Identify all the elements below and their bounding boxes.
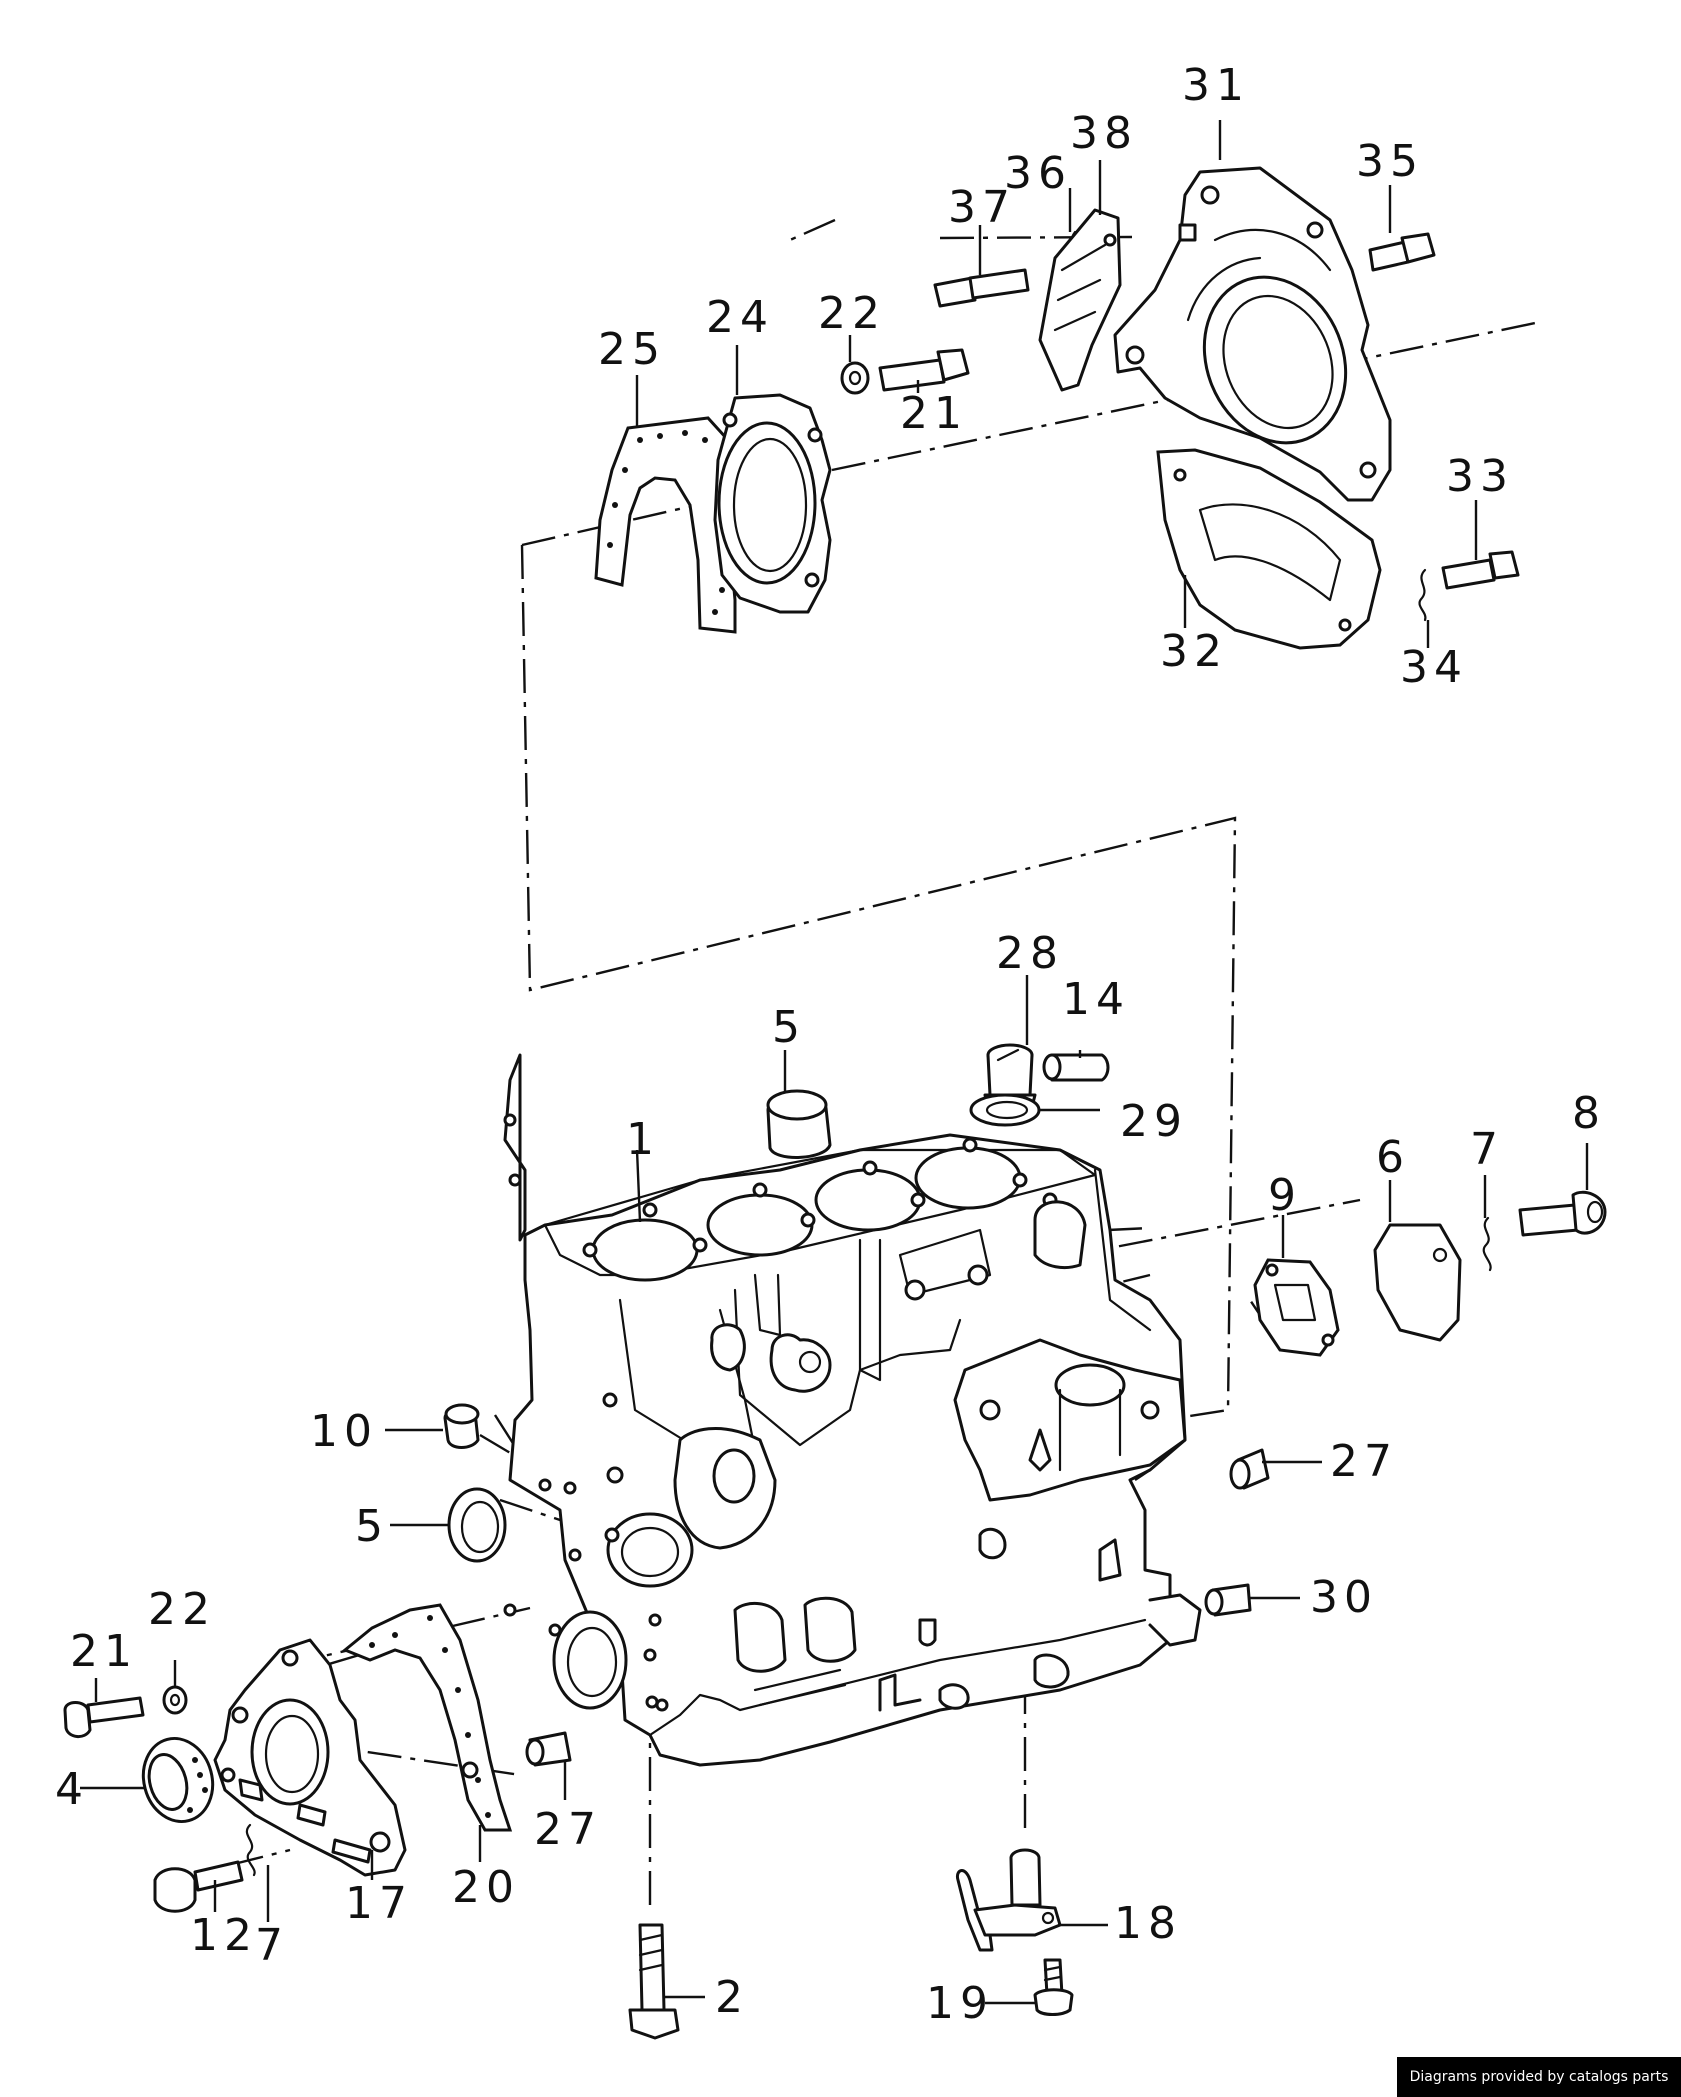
callout-9: 9 [1268, 1170, 1302, 1221]
dowel-27-right [1229, 1448, 1270, 1490]
bolt-2 [628, 1923, 680, 2040]
rear-cover-31 [1113, 166, 1392, 502]
bolt-8 [1518, 1190, 1607, 1237]
callout-10: 10 [310, 1406, 378, 1457]
washer-22-top [840, 361, 870, 395]
callout-4: 4 [55, 1764, 89, 1815]
callout-20: 20 [452, 1862, 520, 1913]
callout-22-left: 22 [148, 1584, 216, 1635]
credit-text: Diagrams provided by catalogs parts [1409, 2069, 1669, 2085]
callout-7-left: 7 [255, 1920, 289, 1971]
callout-28: 28 [996, 928, 1064, 979]
callout-33: 33 [1446, 451, 1514, 502]
bolt-19 [1033, 1958, 1074, 2016]
bolt-21-top [878, 348, 970, 392]
cover-plate-38 [1038, 208, 1122, 392]
callout-21-left: 21 [70, 1626, 138, 1677]
callout-36: 36 [1004, 148, 1072, 199]
callout-27-left: 27 [534, 1804, 602, 1855]
bolt-37 [933, 268, 1030, 308]
lock-washer-7-left [245, 1823, 256, 1877]
gasket-9 [1253, 1258, 1340, 1357]
callout-29: 29 [1120, 1096, 1188, 1147]
rear-seal-flange-24 [713, 393, 832, 614]
washer-22-left [162, 1685, 188, 1715]
callout-25: 25 [598, 324, 666, 375]
bolt-12 [153, 1860, 244, 1913]
callout-2: 2 [715, 1972, 749, 2023]
oil-pan-gasket-32 [1156, 448, 1382, 650]
dowel-30 [1204, 1583, 1252, 1617]
leader-lines [80, 120, 1589, 2005]
cylinder-block-1 [503, 1053, 1202, 1767]
lock-washer-34 [1418, 568, 1427, 622]
callout-8: 8 [1572, 1088, 1606, 1139]
callout-18: 18 [1114, 1898, 1182, 1949]
callout-12: 12 [190, 1910, 258, 1961]
callout-34: 34 [1400, 642, 1468, 693]
bushing-5-top [766, 1089, 832, 1159]
bolt-33 [1441, 550, 1520, 590]
callout-7-right: 7 [1470, 1124, 1504, 1175]
cover-6 [1373, 1223, 1462, 1342]
callout-24: 24 [706, 292, 774, 343]
callout-37: 37 [948, 182, 1016, 233]
callout-17: 17 [345, 1878, 413, 1929]
bolt-35 [1368, 232, 1436, 272]
callout-30: 30 [1310, 1572, 1378, 1623]
seal-ring-29 [969, 1093, 1041, 1127]
oil-jet-18 [955, 1848, 1062, 1952]
callout-6: 6 [1376, 1132, 1410, 1183]
callout-27-right: 27 [1330, 1436, 1398, 1487]
callout-21-top: 21 [900, 388, 968, 439]
bushing-5-left [447, 1487, 507, 1563]
front-seal-flange-17 [213, 1638, 407, 1877]
callout-38: 38 [1070, 108, 1138, 159]
callout-32: 32 [1160, 626, 1228, 677]
plug-10 [443, 1403, 480, 1449]
callout-14: 14 [1062, 974, 1130, 1025]
callout-5-top: 5 [772, 1002, 806, 1053]
callout-1: 1 [626, 1114, 660, 1165]
credit-banner: Diagrams provided by catalogs parts [1397, 2057, 1681, 2097]
dowel-27-left [525, 1731, 572, 1767]
callout-31: 31 [1182, 60, 1250, 111]
callout-35: 35 [1356, 136, 1424, 187]
lock-washer-7-right [1482, 1216, 1492, 1272]
callout-22-top: 22 [818, 288, 886, 339]
front-gasket-20 [342, 1603, 513, 1832]
callout-19: 19 [926, 1978, 994, 2029]
sleeve-14 [1042, 1053, 1110, 1082]
callout-5-left: 5 [355, 1501, 389, 1552]
seal-4 [141, 1736, 215, 1824]
bolt-21-left [63, 1696, 145, 1738]
